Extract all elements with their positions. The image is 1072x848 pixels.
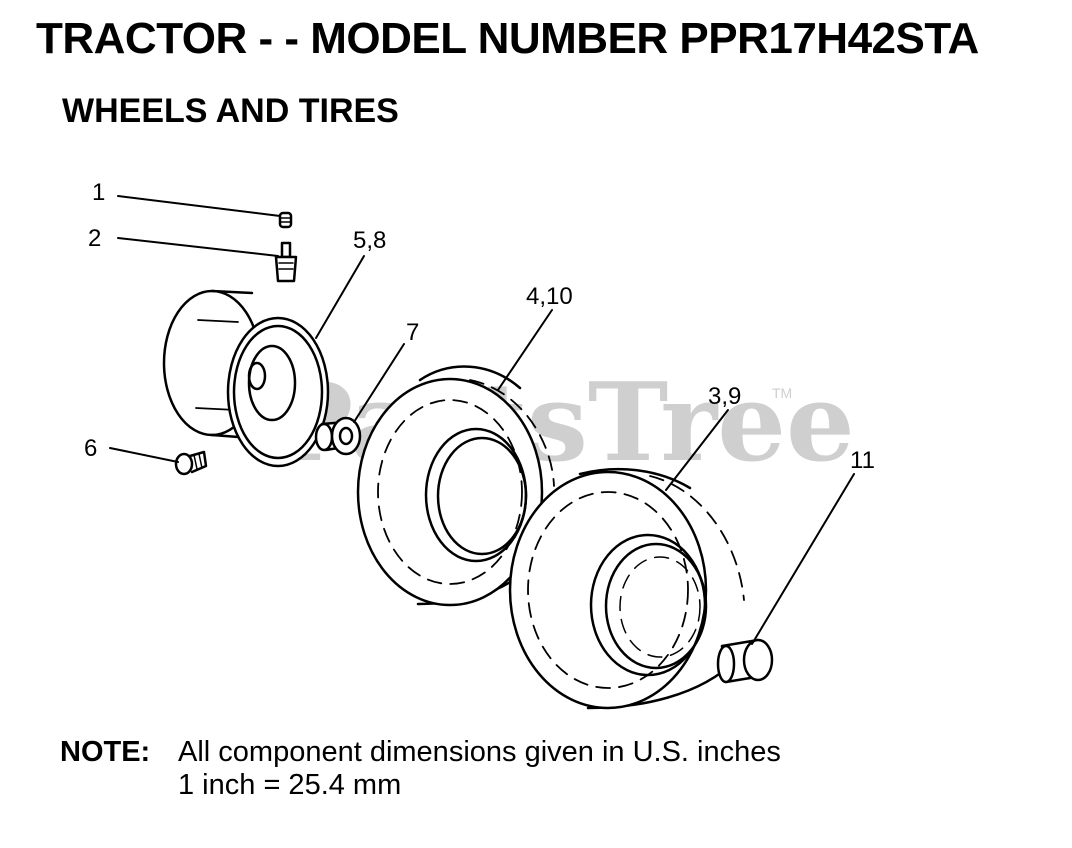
valve-stem-icon[interactable]	[274, 241, 298, 283]
callout-4-10: 4,10	[526, 283, 573, 310]
leader-lines	[109, 195, 855, 645]
tube-icon[interactable]	[356, 365, 555, 607]
note-label: NOTE:	[60, 736, 151, 768]
bushing-icon[interactable]	[716, 638, 774, 684]
callout-3-9: 3,9	[708, 383, 741, 410]
note-line-2: 1 inch = 25.4 mm	[178, 769, 402, 801]
callout-6: 6	[84, 435, 97, 462]
note-line-1: All component dimensions given in U.S. i…	[178, 736, 781, 768]
tire-icon[interactable]	[508, 467, 745, 710]
bolt-icon[interactable]	[174, 450, 208, 476]
callout-5-8: 5,8	[353, 227, 386, 254]
section-subtitle: WHEELS AND TIRES	[62, 92, 399, 130]
valve-cap-icon[interactable]	[278, 211, 293, 229]
callout-7: 7	[406, 319, 419, 346]
callout-1: 1	[92, 179, 105, 206]
watermark-tm: TM	[772, 385, 792, 401]
callout-2: 2	[88, 225, 101, 252]
washer-icon[interactable]	[314, 416, 362, 456]
callout-11: 11	[850, 447, 875, 474]
wheel-rim-icon[interactable]	[162, 289, 330, 468]
page-title: TRACTOR - - MODEL NUMBER PPR17H42STA	[36, 14, 979, 63]
